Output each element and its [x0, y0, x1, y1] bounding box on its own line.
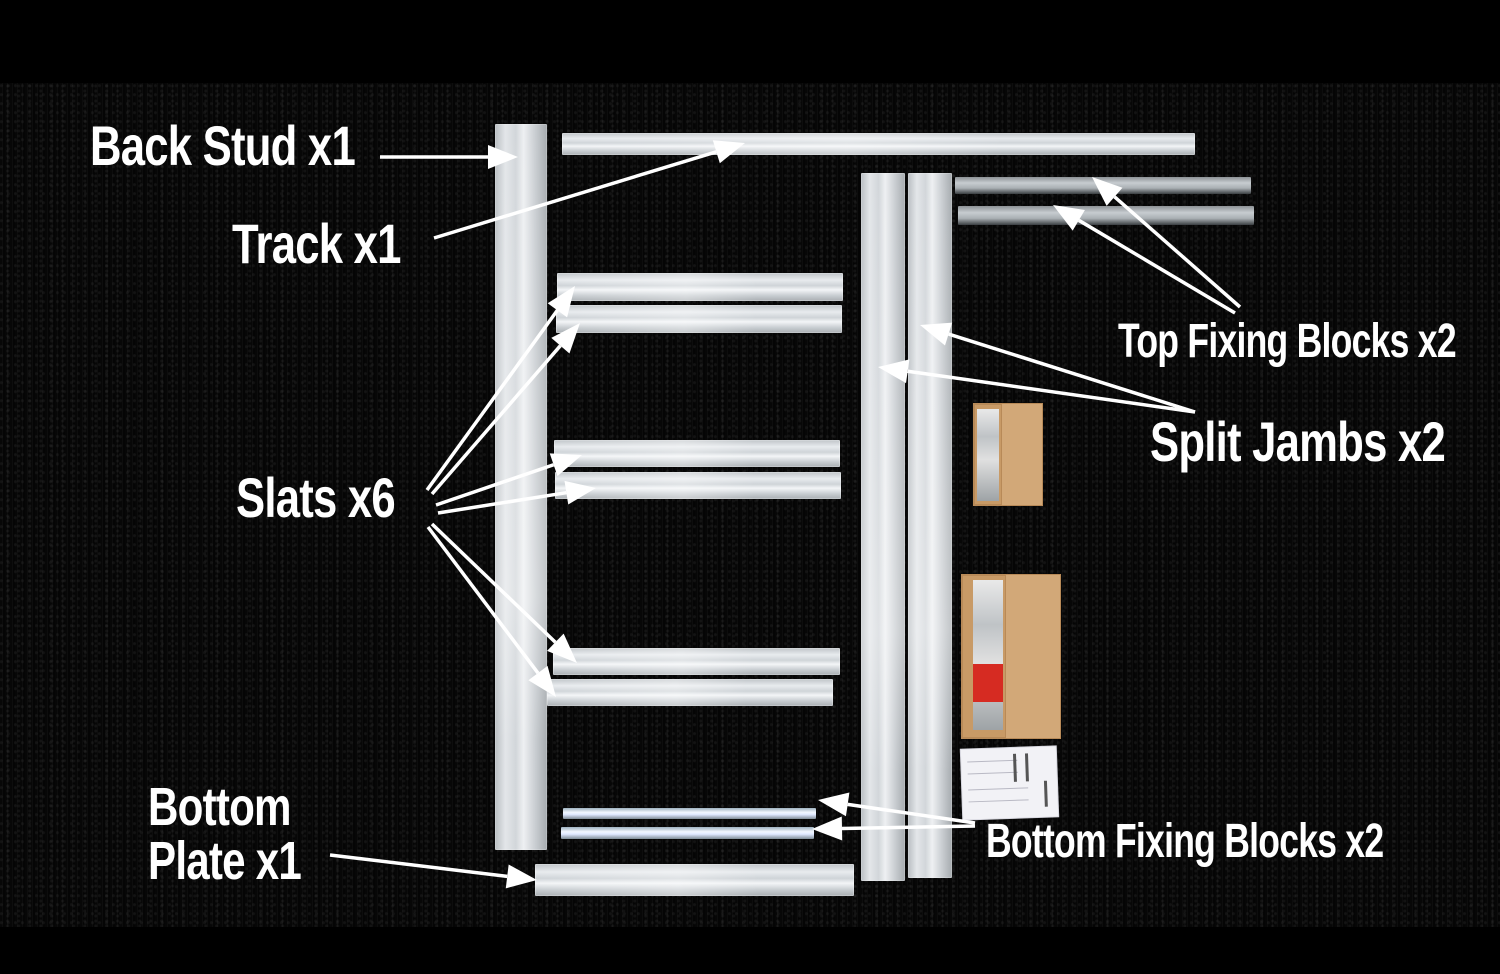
instruction-line: [967, 759, 1018, 763]
label-split-jambs: Split Jambs x2: [1150, 410, 1446, 473]
slat-1: [557, 273, 843, 301]
instruction-sheet: [960, 746, 1059, 820]
letterbox-bottom: [0, 927, 1500, 974]
label-track: Track x1: [232, 212, 401, 275]
top-fixing-block-1: [955, 177, 1251, 194]
instruction-bar: [1043, 780, 1048, 807]
back-stud: [495, 124, 547, 850]
hardware-box-large-lid: [1005, 574, 1061, 739]
instruction-line: [967, 771, 1018, 775]
slat-3: [554, 440, 840, 467]
instruction-line: [968, 799, 1029, 803]
track: [562, 133, 1195, 155]
instruction-bar: [1024, 753, 1029, 782]
hardware-box-small-lid: [1001, 403, 1043, 506]
slat-5: [553, 648, 840, 675]
hardware-box-small-contents: [977, 409, 999, 501]
label-back-stud: Back Stud x1: [90, 114, 356, 177]
label-slats: Slats x6: [236, 466, 396, 529]
hardware-box-small: [973, 403, 1043, 506]
slat-2: [556, 305, 842, 333]
slat-4: [555, 472, 841, 499]
top-fixing-block-2: [958, 206, 1254, 225]
label-bottom-plate-line1: Bottom: [148, 777, 291, 837]
bottom-plate: [535, 864, 854, 896]
slat-6: [547, 679, 833, 706]
letterbox-top: [0, 0, 1500, 83]
bottom-fixing-block-2: [561, 827, 814, 839]
bottom-fixing-block-1: [563, 808, 816, 819]
label-bottom-plate-line2: Plate x1: [148, 831, 302, 891]
split-jamb-left: [861, 173, 905, 881]
hardware-box-large: [961, 574, 1061, 739]
instruction-line: [968, 787, 1029, 791]
split-jamb-right: [908, 173, 952, 878]
label-top-fixing-blocks: Top Fixing Blocks x2: [1118, 315, 1457, 368]
hardware-box-large-contents: [973, 580, 1003, 730]
label-bottom-fixing-blocks: Bottom Fixing Blocks x2: [986, 815, 1384, 868]
instruction-bar: [1012, 753, 1017, 782]
hardware-box-large-red-parts: [973, 664, 1003, 702]
